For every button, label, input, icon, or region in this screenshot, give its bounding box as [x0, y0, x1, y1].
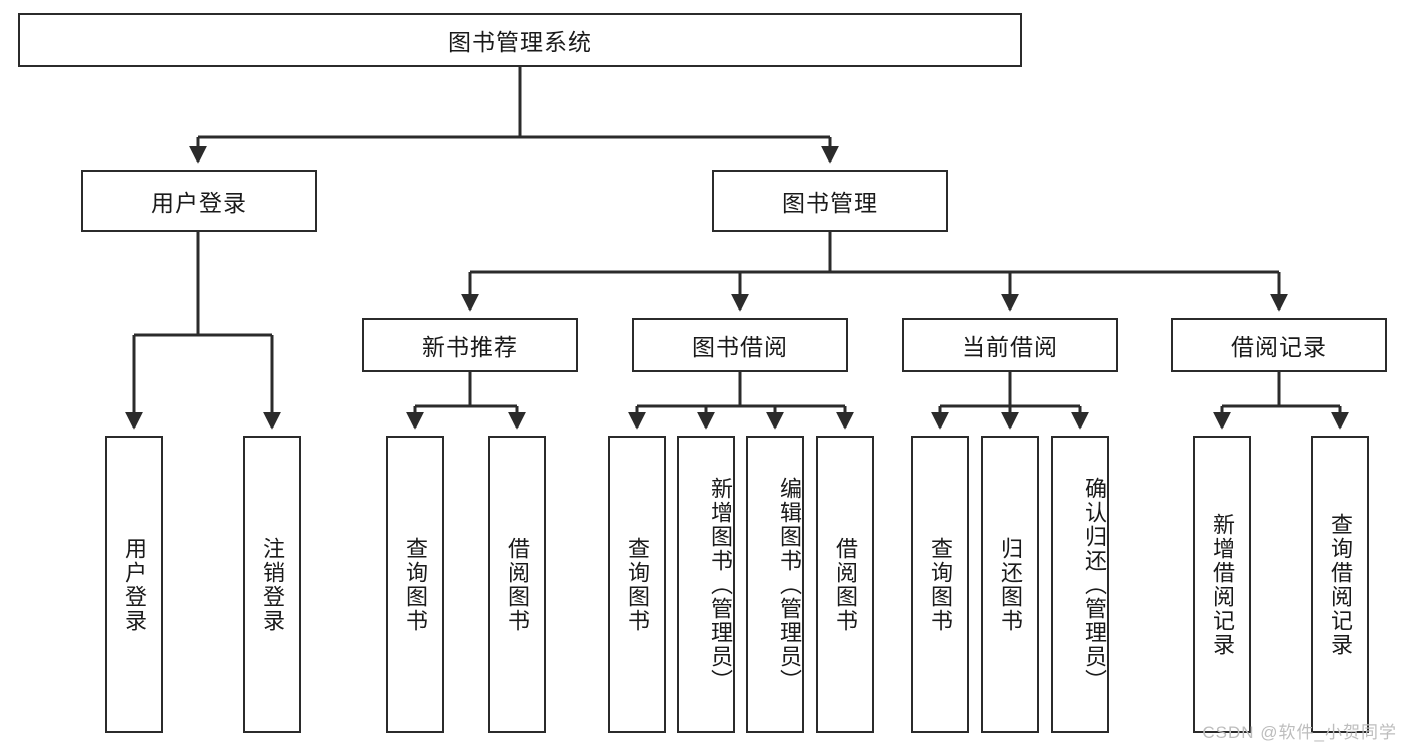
node-label: 确认归还（管理员）: [1082, 476, 1107, 693]
node-book-borrow[interactable]: 图书借阅: [632, 318, 848, 372]
node-label: 图书管理系统: [448, 29, 592, 55]
node-label: 新增图书（管理员）: [708, 476, 733, 693]
node-label: 查询借阅记录: [1327, 512, 1353, 657]
node-current-borrow[interactable]: 当前借阅: [902, 318, 1118, 372]
node-label: 借阅图书: [504, 536, 530, 633]
node-label: 用户登录: [121, 536, 147, 633]
node-label: 新增借阅记录: [1209, 512, 1235, 657]
node-label: 当前借阅: [962, 334, 1058, 360]
node-label: 借阅图书: [832, 536, 858, 633]
leaf-current-return-book[interactable]: 归还图书: [981, 436, 1039, 733]
leaf-borrow-query-book[interactable]: 查询图书: [608, 436, 666, 733]
node-label: 编辑图书（管理员）: [777, 476, 802, 693]
leaf-current-query-book[interactable]: 查询图书: [911, 436, 969, 733]
node-label: 图书借阅: [692, 334, 788, 360]
node-user-login[interactable]: 用户登录: [81, 170, 317, 232]
leaf-user-login[interactable]: 用户登录: [105, 436, 163, 733]
leaf-recommend-query-book[interactable]: 查询图书: [386, 436, 444, 733]
node-borrow-record[interactable]: 借阅记录: [1171, 318, 1387, 372]
leaf-record-query-record[interactable]: 查询借阅记录: [1311, 436, 1369, 733]
node-label: 新书推荐: [422, 334, 518, 360]
leaf-record-add-record[interactable]: 新增借阅记录: [1193, 436, 1251, 733]
node-label: 借阅记录: [1231, 334, 1327, 360]
node-label: 用户登录: [151, 190, 247, 216]
leaf-current-confirm-return-admin[interactable]: 确认归还（管理员）: [1051, 436, 1109, 733]
node-label: 查询图书: [624, 536, 650, 633]
node-label: 图书管理: [782, 190, 878, 216]
leaf-borrow-add-book-admin[interactable]: 新增图书（管理员）: [677, 436, 735, 733]
node-label: 注销登录: [259, 536, 285, 633]
leaf-borrow-borrow-book[interactable]: 借阅图书: [816, 436, 874, 733]
watermark-text: CSDN @软件_小贺同学: [1202, 723, 1397, 742]
leaf-borrow-edit-book-admin[interactable]: 编辑图书（管理员）: [746, 436, 804, 733]
node-label: 查询图书: [927, 536, 953, 633]
node-label: 查询图书: [402, 536, 428, 633]
node-new-book-recommend[interactable]: 新书推荐: [362, 318, 578, 372]
leaf-user-logout[interactable]: 注销登录: [243, 436, 301, 733]
node-book-management[interactable]: 图书管理: [712, 170, 948, 232]
leaf-recommend-borrow-book[interactable]: 借阅图书: [488, 436, 546, 733]
node-root-book-management-system[interactable]: 图书管理系统: [18, 13, 1022, 67]
node-label: 归还图书: [997, 536, 1023, 633]
